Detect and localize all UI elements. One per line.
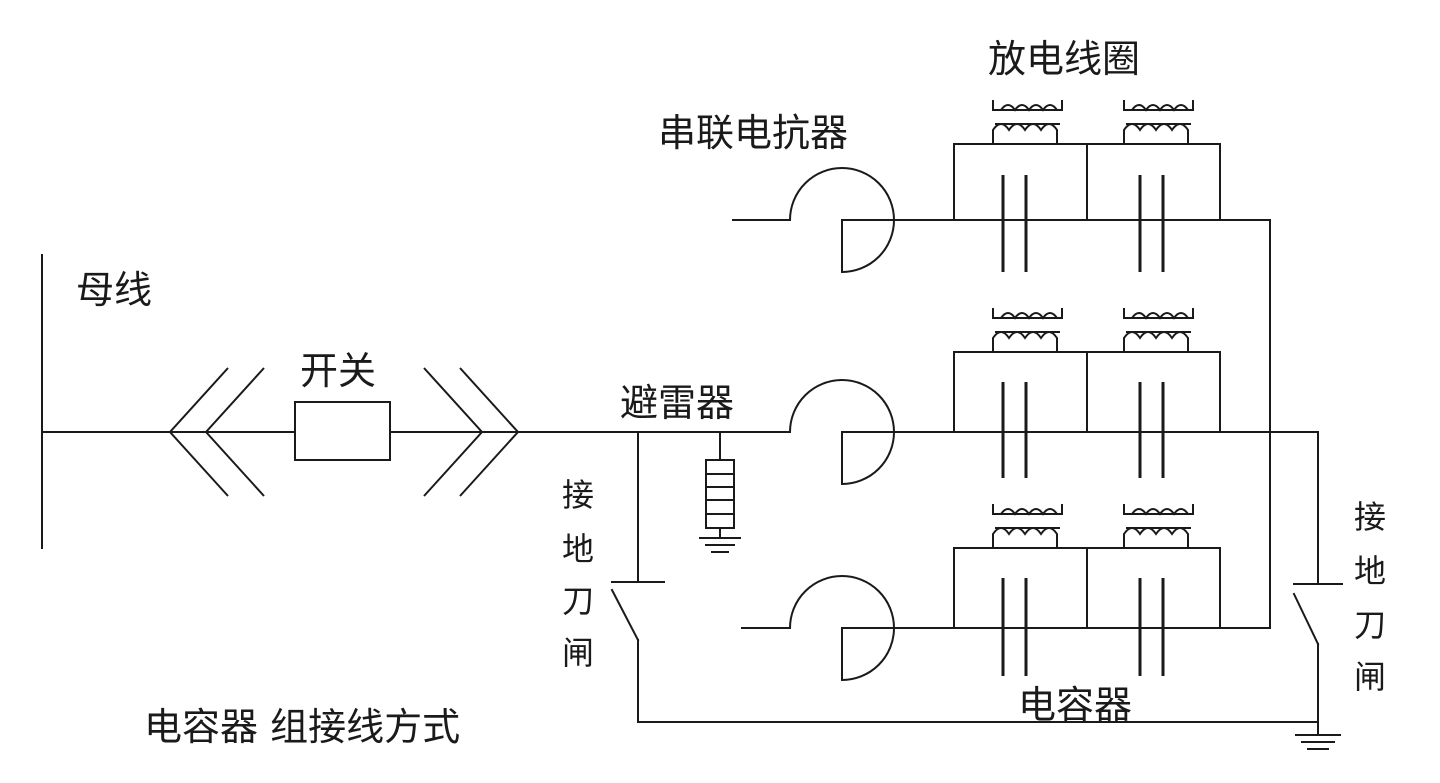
ground-return-wire bbox=[637, 721, 1341, 750]
capacitor-label: 电容器 bbox=[1018, 683, 1132, 727]
surge-arrester-label: 避雷器 bbox=[620, 381, 734, 425]
capacitor-icon bbox=[1001, 175, 1028, 272]
row-1 bbox=[732, 100, 1271, 274]
busbar-label: 母线 bbox=[76, 268, 152, 312]
discharge-coil-icon bbox=[992, 308, 1063, 352]
surge-arrester-icon bbox=[699, 431, 741, 553]
svg-text:接: 接 bbox=[562, 476, 594, 514]
capacitor-icon bbox=[1138, 175, 1165, 272]
series-reactor-icon bbox=[789, 379, 954, 486]
capacitor-icon bbox=[1138, 382, 1165, 478]
capacitor-icon bbox=[1138, 578, 1165, 676]
row-2 bbox=[637, 308, 1319, 486]
svg-text:闸: 闸 bbox=[1354, 658, 1386, 696]
right-ground-switch bbox=[1292, 431, 1343, 723]
discharge-coil-icon bbox=[1123, 504, 1194, 548]
svg-text:刀: 刀 bbox=[1354, 606, 1386, 644]
caption-label: 电容器 组接线方式 bbox=[144, 705, 460, 749]
series-reactor-icon bbox=[789, 167, 954, 274]
svg-text:闸: 闸 bbox=[562, 634, 594, 672]
svg-text:地: 地 bbox=[562, 530, 594, 568]
left-ground-switch-label: 接 地 刀 闸 bbox=[562, 476, 594, 672]
capacitor-icon bbox=[1001, 382, 1028, 478]
discharge-coil-icon bbox=[992, 504, 1063, 548]
series-reactor-label: 串联电抗器 bbox=[658, 111, 848, 155]
svg-text:刀: 刀 bbox=[562, 582, 594, 620]
svg-text:地: 地 bbox=[1354, 552, 1386, 590]
discharge-coil-icon bbox=[992, 100, 1063, 144]
left-withdrawable-contact-icon bbox=[168, 367, 265, 497]
discharge-coil-label: 放电线圈 bbox=[988, 37, 1140, 81]
discharge-coil-icon bbox=[1123, 100, 1194, 144]
series-reactor-icon bbox=[789, 575, 954, 682]
svg-text:接: 接 bbox=[1354, 498, 1386, 536]
right-ground-switch-label: 接 地 刀 闸 bbox=[1354, 498, 1386, 696]
discharge-coil-icon bbox=[1123, 308, 1194, 352]
right-withdrawable-contact-icon bbox=[423, 367, 520, 497]
switch-box-icon bbox=[294, 401, 391, 461]
row-3 bbox=[741, 504, 1271, 682]
capacitor-icon bbox=[1001, 578, 1028, 676]
switch-label: 开关 bbox=[300, 349, 376, 393]
left-ground-switch bbox=[610, 431, 665, 723]
